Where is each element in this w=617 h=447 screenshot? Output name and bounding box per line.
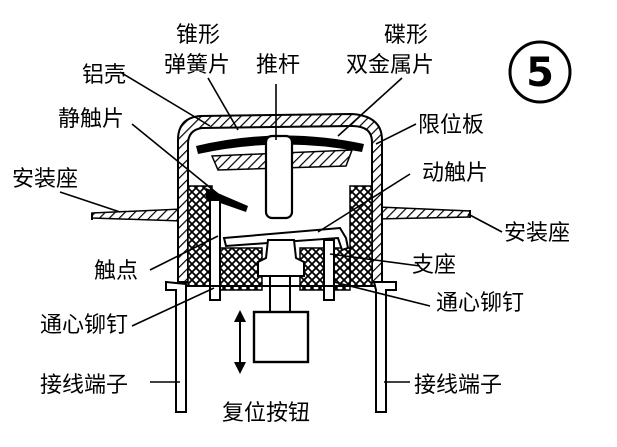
label-bimetal-disc-2: 双金属片	[346, 53, 434, 78]
label-push-rod: 推杆	[256, 53, 300, 78]
label-rivet-left: 通心铆钉	[40, 313, 128, 338]
label-reset-button: 复位按钮	[222, 401, 310, 426]
label-limit-plate: 限位板	[418, 113, 484, 138]
inner-body	[187, 185, 373, 291]
label-terminal-right: 接线端子	[414, 373, 502, 398]
label-static-contact: 静触片	[58, 107, 124, 132]
label-mounting-seat-left: 安装座	[12, 167, 78, 192]
push-rod	[264, 134, 294, 220]
reset-button-assembly	[234, 239, 310, 374]
label-aluminum-shell: 铝壳	[82, 63, 126, 88]
figure-number-badge: 5	[508, 40, 572, 104]
figure-number: 5	[526, 50, 554, 96]
static-contact-plate	[206, 188, 248, 301]
label-cone-spring-2: 弹簧片	[164, 53, 230, 78]
label-terminal-left: 接线端子	[40, 373, 128, 398]
label-rivet-right: 通心铆钉	[436, 291, 524, 316]
mounting-seat-plate	[91, 206, 471, 222]
label-contact-point: 触点	[94, 259, 138, 284]
label-moving-contact: 动触片	[422, 161, 488, 186]
label-cone-spring-1: 锥形	[176, 23, 220, 48]
label-mounting-seat-right: 安装座	[504, 221, 570, 246]
leader-lines	[59, 71, 503, 383]
label-support: 支座	[412, 253, 456, 278]
label-bimetal-disc-1: 碟形	[384, 23, 428, 48]
terminals	[165, 280, 397, 413]
